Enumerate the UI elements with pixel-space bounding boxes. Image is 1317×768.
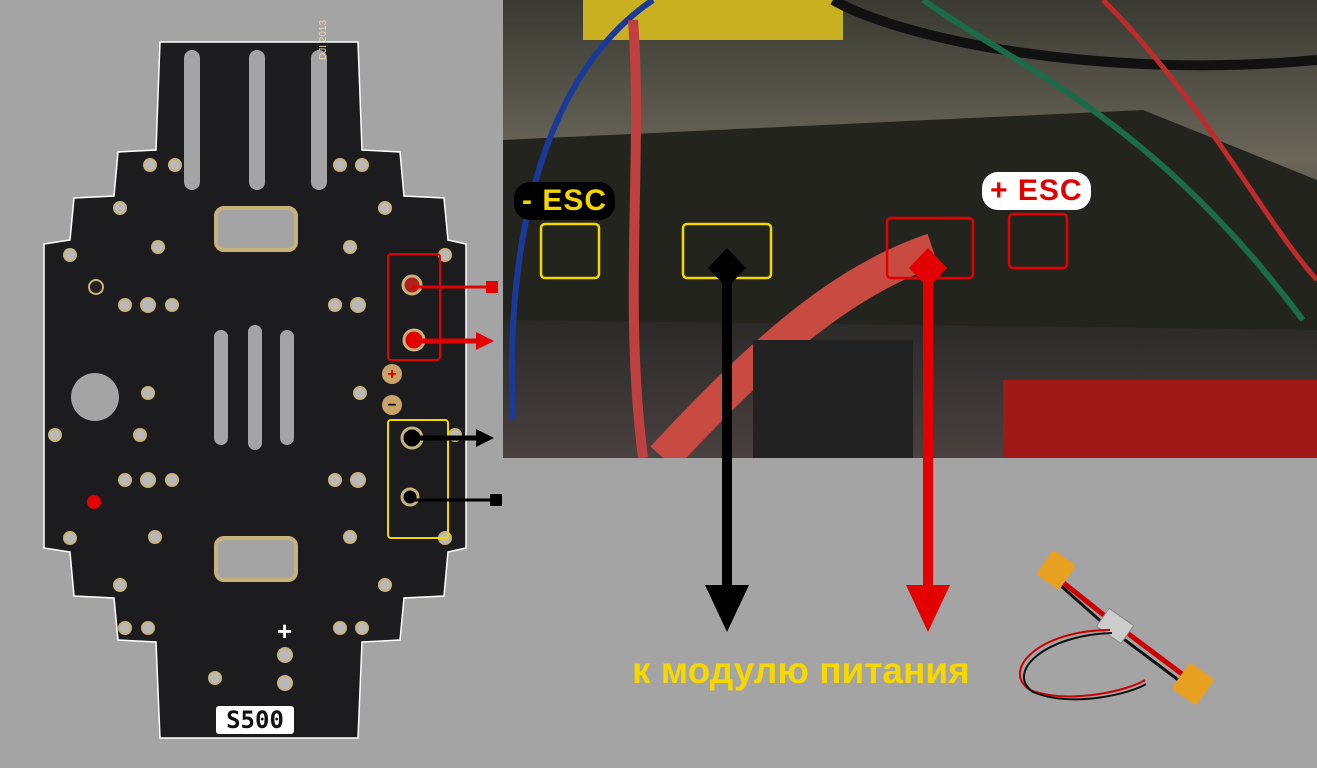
svg-text:+: +	[277, 616, 292, 646]
power-module-image	[1018, 550, 1214, 705]
board-plus-marks: +	[277, 616, 292, 646]
board-in-photo	[503, 110, 1317, 330]
power-module-caption: к модулю питания	[632, 650, 970, 691]
negative-pads-box	[387, 419, 449, 539]
minus-esc-pad-box	[539, 222, 601, 280]
plus-esc-pad-box	[1007, 212, 1069, 270]
frame-board-diagram: + − +	[43, 41, 502, 739]
esc-wiring-photo	[503, 0, 1317, 458]
positive-arrow	[906, 248, 950, 632]
top-slots	[71, 50, 327, 582]
minus-esc-label: - ESC	[514, 182, 616, 220]
red-dot-marker	[87, 495, 101, 509]
svg-text:+: +	[387, 366, 396, 383]
pad-arrows	[410, 281, 502, 506]
positive-pads-box	[387, 253, 441, 361]
mount-holes	[48, 158, 462, 691]
plus-esc-label: + ESC	[982, 172, 1091, 210]
negative-arrow	[705, 248, 749, 632]
svg-text:−: −	[387, 397, 396, 414]
board-model-label: S500	[216, 706, 294, 734]
